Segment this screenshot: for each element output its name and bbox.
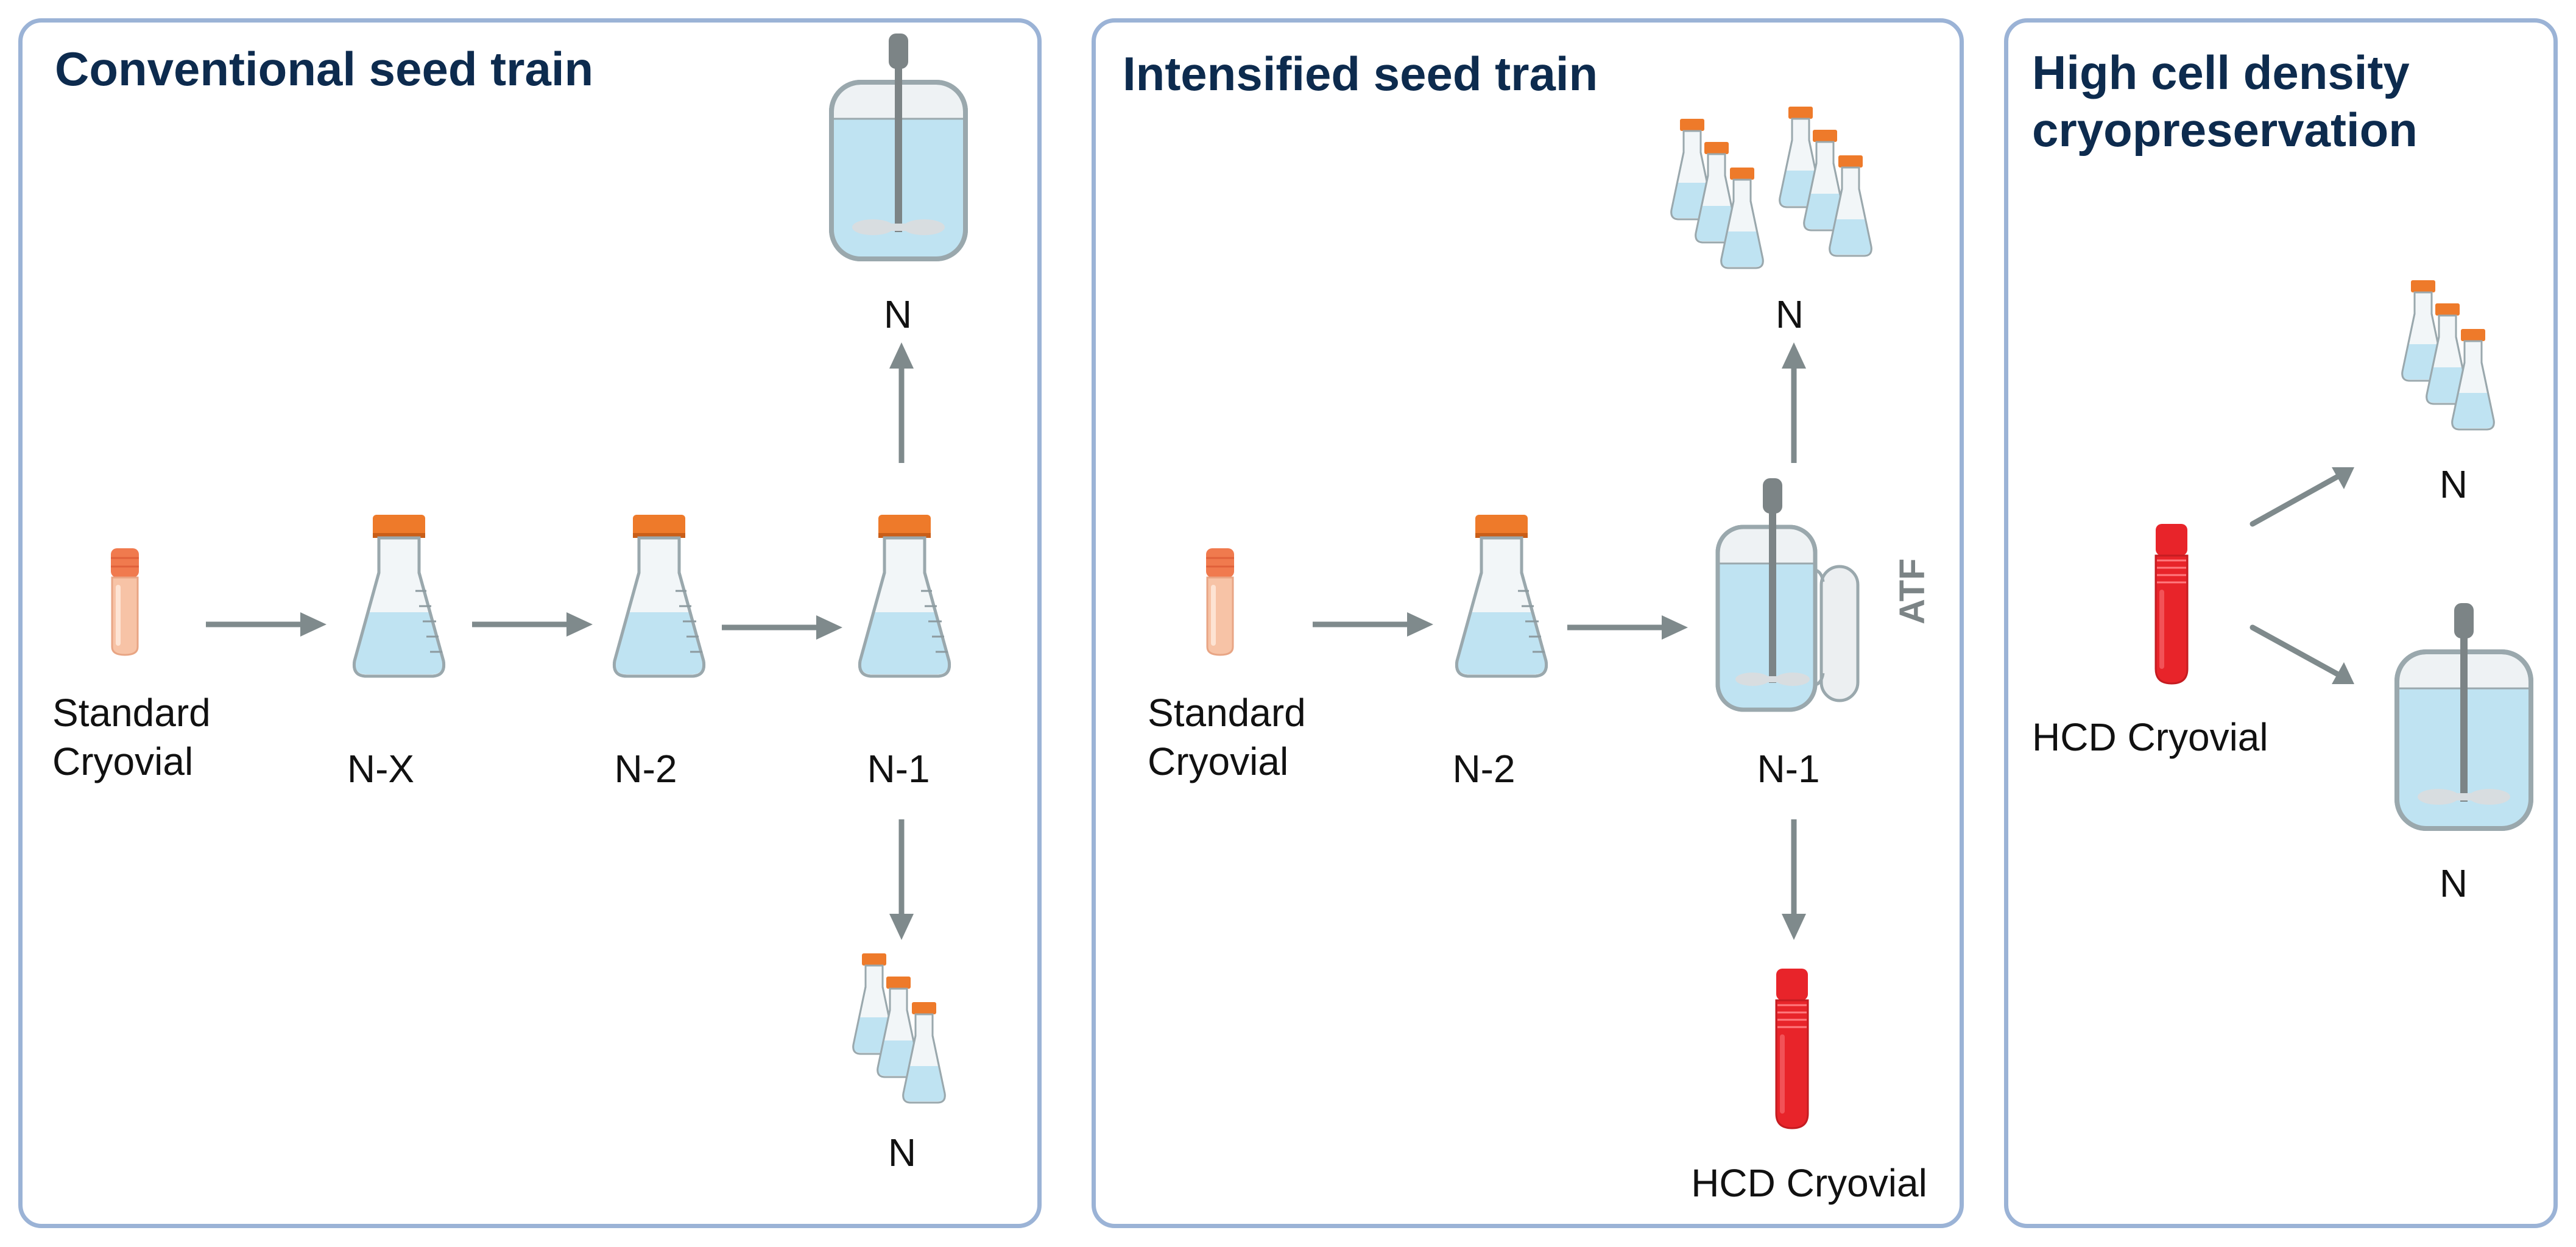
arrow-right — [722, 612, 844, 643]
hcd-cryovial-icon — [2147, 524, 2196, 688]
stirred-bioreactor-icon — [825, 34, 972, 265]
arrow-diagonal-down — [2250, 624, 2354, 684]
hcd-cryovial-icon — [1768, 969, 1816, 1133]
stage-label-n1: N-1 — [1757, 747, 1820, 791]
shake-flasks-group-icon — [844, 947, 972, 1112]
stage-label-n-top: N — [1775, 292, 1804, 336]
shake-flask-n2-icon — [1450, 515, 1553, 682]
arrow-right — [1313, 609, 1434, 640]
shake-flask-nx-icon — [347, 515, 451, 682]
stage-label-n-bottom: N — [887, 1131, 917, 1175]
standard-cryovial-icon — [104, 548, 146, 658]
stage-label-n-flasks: N — [2439, 462, 2468, 506]
panel-title: High cell density cryopreservation — [2032, 46, 2418, 157]
panel-title: Conventional seed train — [55, 42, 594, 96]
perfusion-bioreactor-icon — [1715, 478, 1861, 728]
stirred-bioreactor-icon — [2391, 603, 2537, 835]
stage-label-n-top: N — [883, 292, 912, 336]
shake-flasks-group-icon — [2393, 274, 2521, 439]
arrow-down — [1779, 819, 1809, 941]
arrow-diagonal-up — [2250, 467, 2354, 527]
arrow-up — [1779, 341, 1809, 463]
arrow-right — [472, 609, 594, 640]
shake-flasks-group-icon — [1770, 101, 1898, 265]
hcd-cryovial-label: HCD Cryovial — [1691, 1161, 1927, 1205]
arrow-right — [1567, 612, 1689, 643]
arrow-right — [206, 609, 328, 640]
shake-flask-n2-icon — [607, 515, 711, 682]
atf-label: ATF — [1893, 558, 1932, 624]
stage-label-n1: N-1 — [867, 747, 930, 791]
arrow-up — [886, 341, 917, 463]
stage-label-n-bioreactor: N — [2439, 861, 2468, 905]
hcd-cryovial-label: HCD Cryovial — [2032, 715, 2268, 759]
arrow-down — [886, 819, 917, 941]
panel-title: Intensified seed train — [1123, 47, 1598, 101]
standard-cryovial-label: Standard Cryovial — [1148, 691, 1306, 783]
stage-label-nx: N-X — [347, 747, 415, 791]
stage-label-n2: N-2 — [614, 747, 677, 791]
stage-label-n2: N-2 — [1452, 747, 1516, 791]
shake-flask-n1-icon — [853, 515, 956, 682]
standard-cryovial-icon — [1199, 548, 1241, 658]
standard-cryovial-label: Standard Cryovial — [52, 691, 211, 783]
